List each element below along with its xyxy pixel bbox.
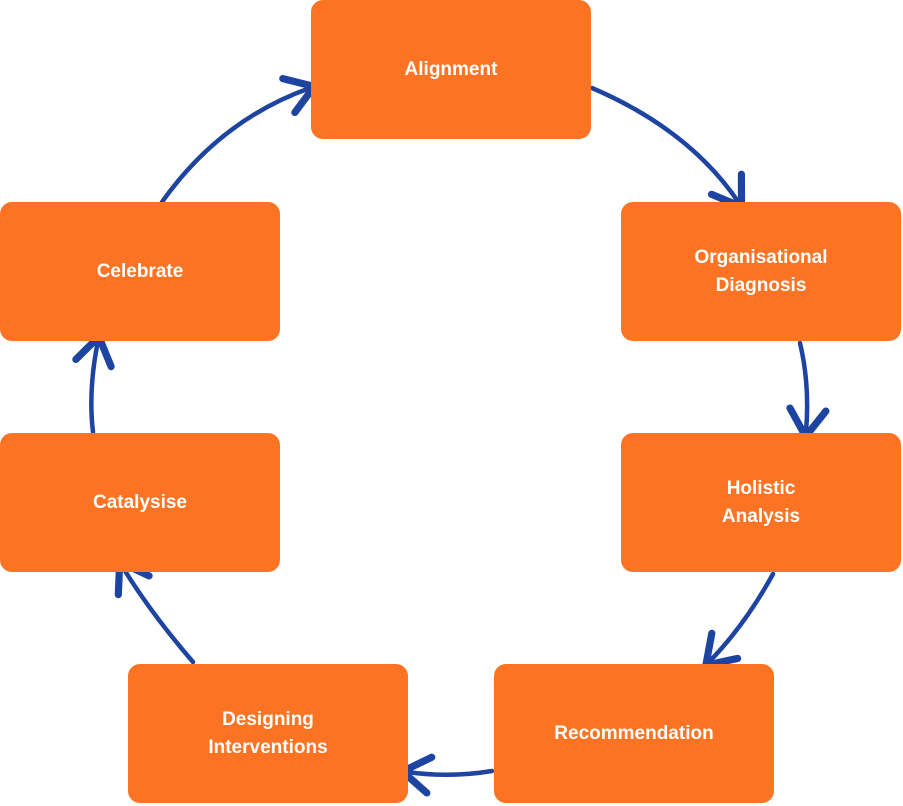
arrow-alignment-to-diagnosis bbox=[589, 85, 746, 211]
arrow-celebrate-to-alignment bbox=[159, 74, 318, 205]
arrow-catalyse-to-celebrate bbox=[72, 332, 115, 435]
step-alignment: Alignment bbox=[311, 0, 591, 139]
step-celebrate: Celebrate bbox=[0, 202, 280, 341]
step-holistic-analysis: Holistic Analysis bbox=[621, 433, 901, 572]
arrow-designing-to-catalyse bbox=[114, 558, 196, 665]
step-label: Catalysise bbox=[92, 491, 187, 513]
step-label: Organisational Diagnosis bbox=[694, 246, 828, 296]
step-label: Alignment bbox=[404, 58, 498, 80]
step-label: Recommendation bbox=[554, 722, 714, 744]
step-designing-interventions: Designing Interventions bbox=[128, 664, 408, 803]
arrow-diagnosis-to-holistic bbox=[786, 340, 830, 441]
step-recommendation: Recommendation bbox=[494, 664, 774, 803]
step-label: Holistic Analysis bbox=[721, 477, 801, 527]
arrow-holistic-to-recommendation bbox=[702, 571, 776, 669]
step-organisational-diagnosis: Organisational Diagnosis bbox=[621, 202, 901, 341]
step-label: Celebrate bbox=[96, 260, 184, 282]
step-catalysise: Catalysise bbox=[0, 433, 280, 572]
arrow-recommendation-to-designing bbox=[398, 753, 495, 797]
step-label: Designing Interventions bbox=[208, 708, 328, 758]
